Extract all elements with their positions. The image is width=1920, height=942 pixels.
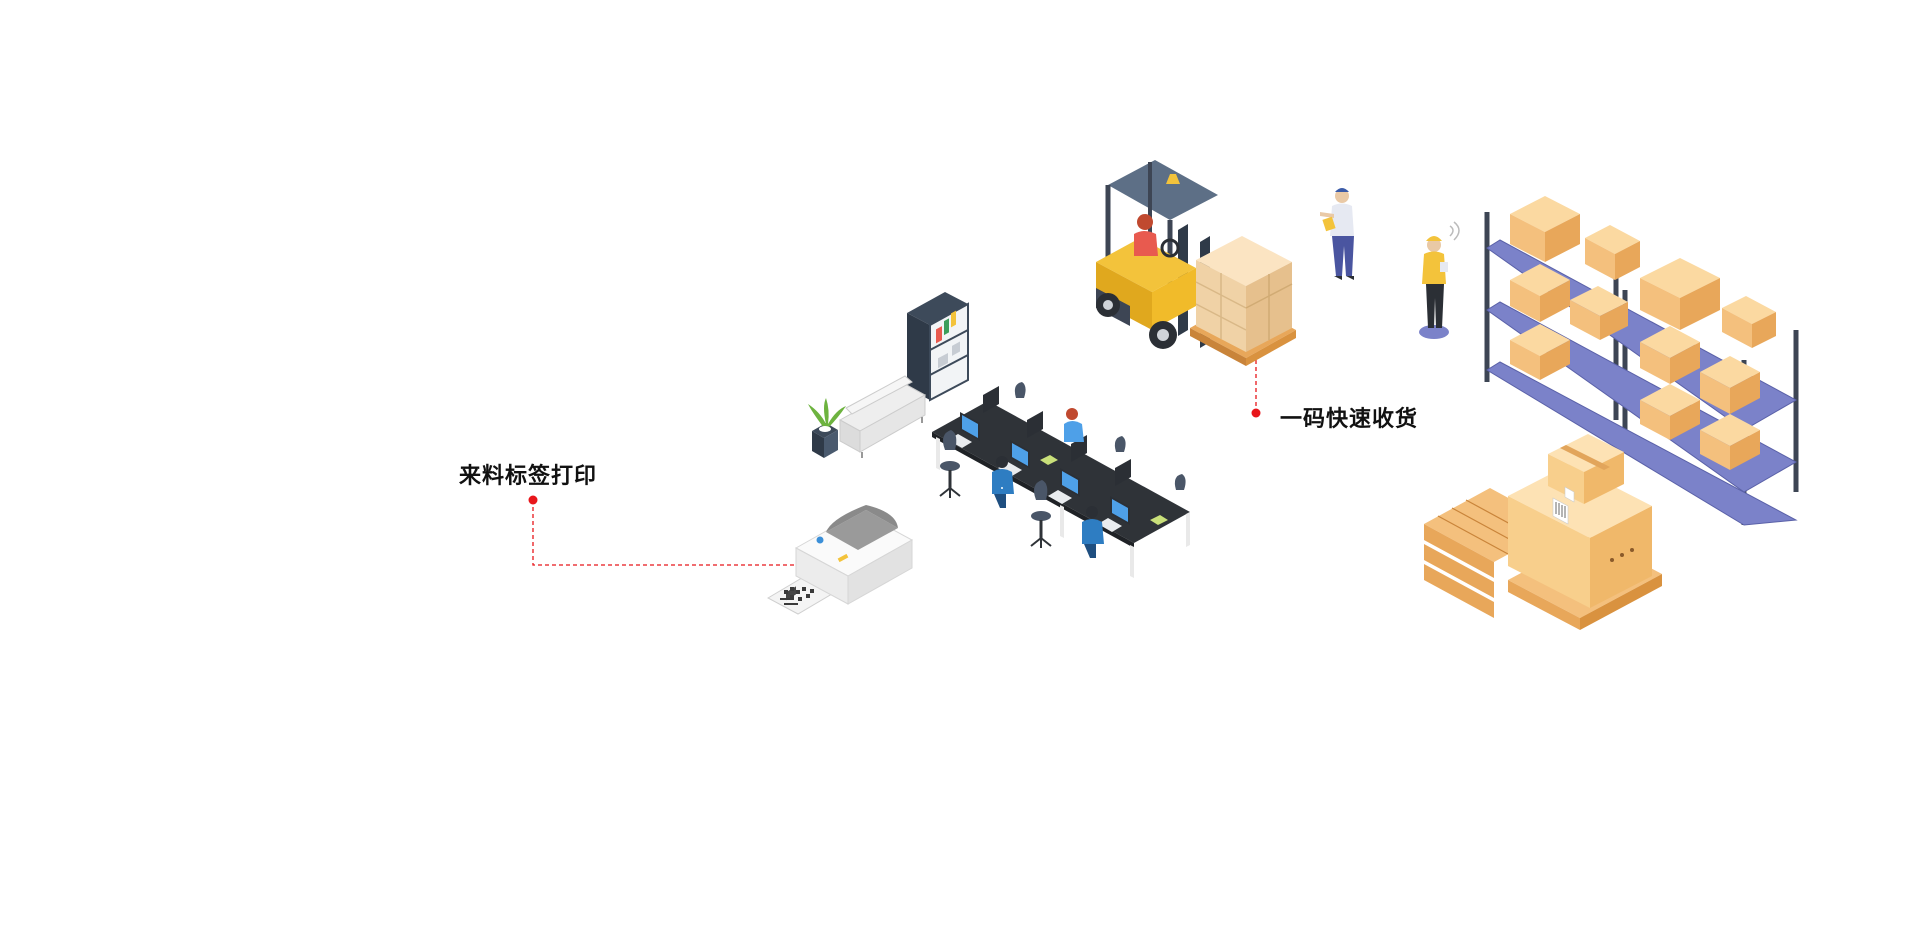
rack-boxes	[1510, 196, 1776, 470]
office-worker	[1064, 408, 1084, 442]
callout-incoming-line	[532, 500, 815, 566]
sofa-icon	[838, 375, 927, 458]
callout-incoming	[528, 495, 815, 566]
office-worker	[992, 456, 1014, 508]
warehouse-worker-icon	[1419, 221, 1460, 339]
forklift-icon	[1096, 160, 1296, 366]
bookshelf-icon	[907, 292, 969, 402]
plant-icon	[808, 398, 846, 458]
storage-rack-icon	[1484, 196, 1799, 526]
office-workstations-icon	[932, 382, 1190, 578]
supervisor-icon	[1320, 188, 1354, 280]
pallet-boxes-icon	[1424, 434, 1662, 630]
incoming-label-print-label: 来料标签打印	[459, 464, 598, 489]
office-chair	[939, 430, 961, 498]
label-printer-icon	[766, 505, 914, 615]
office-worker	[1082, 506, 1104, 558]
one-code-fast-receiving-label: 一码快速收货	[1280, 407, 1419, 432]
